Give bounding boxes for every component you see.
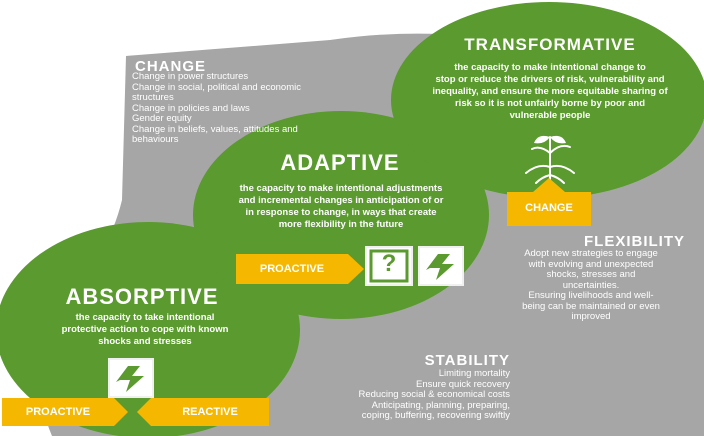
change-line: Gender equity <box>132 113 192 124</box>
stability-line: Limiting mortality <box>438 368 510 379</box>
stability-box-lines: Limiting mortality Ensure quick recovery… <box>300 368 510 422</box>
adaptive-title: ADAPTIVE <box>280 150 400 175</box>
adaptive-line: in response to change, in ways that crea… <box>245 207 437 218</box>
absorptive-description: the capacity to take intentional protect… <box>20 312 270 348</box>
adaptive-line: the capacity to make intentional adjustm… <box>239 183 443 194</box>
transformative-line: the capacity to make intentional change … <box>454 62 646 73</box>
absorptive-title: ABSORPTIVE <box>65 284 219 309</box>
stability-box-title: STABILITY <box>424 352 510 369</box>
change-arrow-label: CHANGE <box>525 202 573 214</box>
adaptive-proactive-arrow <box>236 254 364 284</box>
change-line: Change in power structures <box>132 71 249 82</box>
lightning-bolt-icon <box>108 358 154 398</box>
adaptive-description: the capacity to make intentional adjustm… <box>196 183 486 231</box>
lightning-bolt-icon <box>418 246 464 286</box>
adaptive-proactive-label: PROACTIVE <box>259 263 325 275</box>
flexibility-line: shocks, stresses and <box>546 269 636 280</box>
change-line: structures <box>132 92 174 103</box>
flexibility-line: with evolving and unexpected <box>528 258 654 270</box>
change-line: behaviours <box>132 134 179 145</box>
plant-roots-icon <box>525 135 575 184</box>
transformative-title: TRANSFORMATIVE <box>464 35 636 54</box>
stability-line: Ensure quick recovery <box>416 378 510 390</box>
stability-line: coping, buffering, recovering swiftly <box>361 410 510 421</box>
question-mark-glyph: ? <box>381 250 397 277</box>
stability-line: Anticipating, planning, preparing, <box>371 399 510 411</box>
transformative-line: stop or reduce the drivers of risk, vuln… <box>435 74 665 85</box>
change-line: Change in policies and laws <box>132 102 250 114</box>
flexibility-box-title: FLEXIBILITY <box>584 233 685 250</box>
flexibility-line: Adopt new strategies to engage <box>524 248 658 259</box>
transformative-circle <box>391 2 704 198</box>
change-box-title: CHANGE <box>135 58 207 75</box>
absorptive-proactive-label: PROACTIVE <box>25 406 91 418</box>
change-line: Change in social, political and economic <box>132 81 301 93</box>
adaptive-line: more flexibility in the future <box>278 219 404 230</box>
absorptive-line: the capacity to take intentional <box>75 312 215 323</box>
flexibility-line: Ensuring livelihoods and well- <box>528 290 654 301</box>
reactive-arrow <box>137 398 269 426</box>
transformative-line: vulnerable people <box>509 110 591 121</box>
absorptive-line: protective action to cope with known <box>61 324 229 335</box>
absorptive-line: shocks and stresses <box>98 336 192 347</box>
change-box-lines: Change in power structures Change in soc… <box>132 71 301 146</box>
flexibility-line: improved <box>571 311 611 322</box>
reactive-label: REACTIVE <box>182 406 238 418</box>
transformative-line: inequality, and ensure the more equitabl… <box>432 86 668 97</box>
flexibility-box-lines: Adopt new strategies to engage with evol… <box>496 248 686 323</box>
transformative-line: risk so it is not unfairly borne by poor… <box>454 98 646 109</box>
question-mark-icon: ? <box>365 246 413 286</box>
transformative-description: the capacity to make intentional change … <box>400 62 700 122</box>
change-up-arrow <box>507 178 591 226</box>
flexibility-line: being can be maintained or even <box>522 300 660 312</box>
adaptive-line: and incremental changes in anticipation … <box>238 195 444 206</box>
stability-line: Reducing social & economical costs <box>358 389 510 400</box>
flexibility-line: uncertainties. <box>562 279 620 291</box>
change-line: Change in beliefs, values, attitudes and <box>132 123 298 135</box>
absorptive-proactive-arrow <box>2 398 128 426</box>
